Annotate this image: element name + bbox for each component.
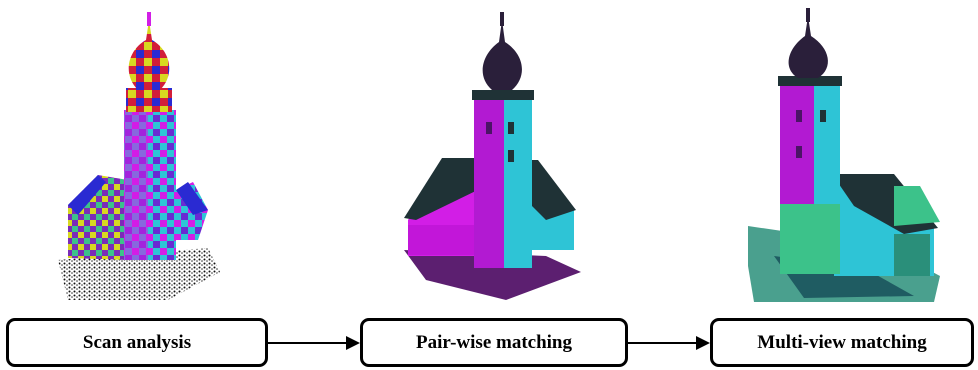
scan-analysis-box: Scan analysis [6,318,268,367]
pairwise-matching-box: Pair-wise matching [360,318,628,367]
multiview-matching-box: Multi-view matching [710,318,974,367]
scan-analysis-label: Scan analysis [82,331,192,353]
pairwise-matching-pointcloud-image [396,10,594,302]
arrow-scan-to-pairwise [268,336,360,350]
church-pairwise-figure [404,12,581,300]
multiview-matching-label: Multi-view matching [757,331,927,353]
church-multiview-figure [748,8,940,302]
multiview-matching-pointcloud-image [744,6,944,302]
pairwise-matching-label: Pair-wise matching [415,331,573,353]
arrow-pairwise-to-multiview [628,336,710,350]
church-segmented-figure [58,12,220,300]
scan-analysis-pointcloud-image [48,10,226,302]
